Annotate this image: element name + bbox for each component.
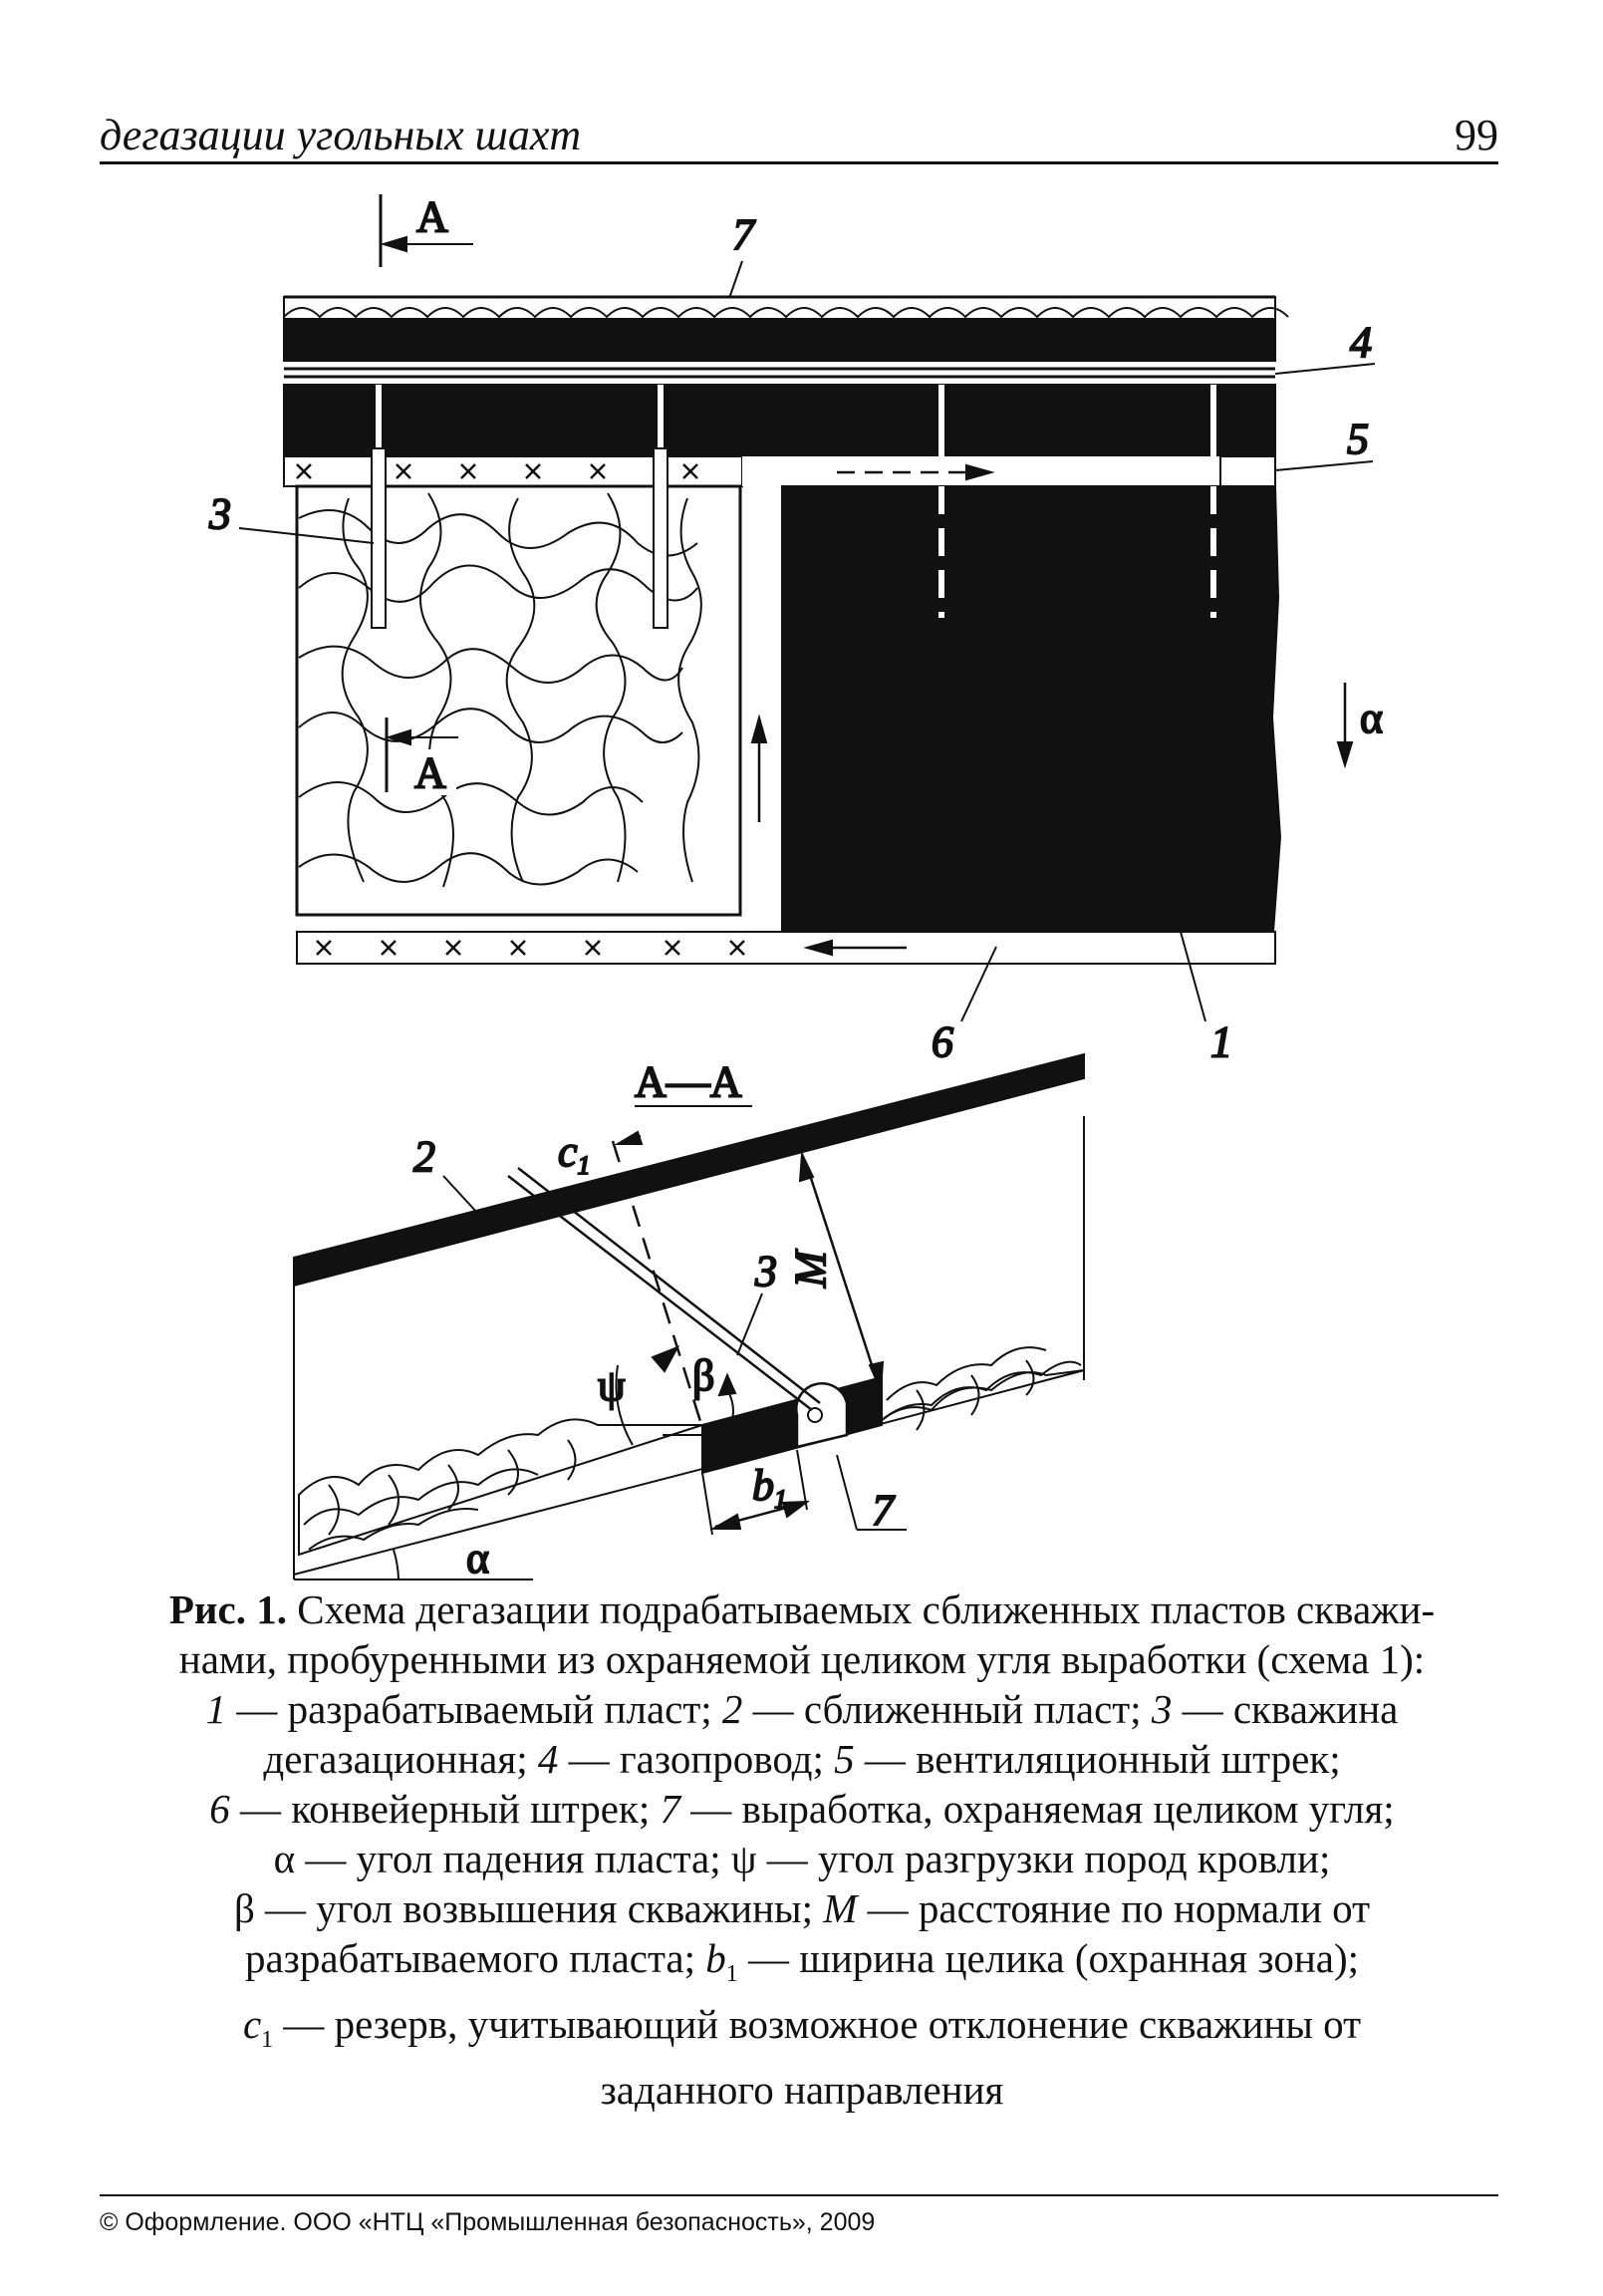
plan-label-7: 7 (732, 210, 756, 259)
section-psi-label: ψ (598, 1361, 626, 1410)
crosses-top-row (296, 463, 698, 479)
section-marker-top: А (379, 191, 473, 267)
plan-view: А 7 4 5 (207, 191, 1384, 1067)
plan-label-1: 1 (1210, 1017, 1232, 1066)
caption-line-6: α — угол падения пласта; ψ — угол разгру… (273, 1836, 1331, 1881)
caption-num-3: 3 (1151, 1686, 1173, 1732)
footer-rule (100, 2194, 1498, 2196)
boreholes-plan (376, 385, 1216, 456)
plan-label-6: 6 (932, 1017, 953, 1066)
plan-label-3: 3 (208, 489, 231, 538)
caption-text-7: — выработка, охраняемая целиком угля; (679, 1786, 1395, 1832)
caption-line-1-text: Схема дегазации подрабатываемых сближенн… (287, 1586, 1436, 1632)
boreholes-in-goaf (371, 447, 668, 629)
caption-line-8-end: — ширина целика (охранная зона); (737, 1935, 1360, 1981)
caption-line-9-end: — резерв, учитывающий возможное отклонен… (273, 2001, 1362, 2048)
caption-num-4: 4 (537, 1736, 559, 1782)
figure-caption: Рис. 1. Схема дегазации подрабатываемых … (110, 1584, 1494, 2115)
section-marker-mid-label: А (414, 748, 446, 797)
caption-line-7-start: β — угол возвышения скважины; (233, 1885, 824, 1931)
caption-num-5: 5 (834, 1736, 855, 1782)
page-number: 99 (1455, 111, 1498, 159)
figure-diagram: А 7 4 5 (207, 191, 1384, 1583)
caption-var-c: c (242, 2001, 262, 2048)
caption-line-4-start: дегазационная; (263, 1736, 538, 1782)
plan-label-5: 5 (1347, 415, 1369, 463)
caption-figure-label: Рис. 1. (168, 1586, 287, 1632)
caption-var-b-sub: 1 (725, 1961, 738, 1988)
plan-label-4: 4 (1350, 318, 1372, 367)
section-beta-label: β (692, 1351, 714, 1400)
caption-line-1: Рис. 1. Схема дегазации подрабатываемых … (110, 1584, 1494, 1634)
caption-line-8: разрабатываемого пласта; b1 — ширина цел… (110, 1933, 1494, 1999)
section-title: А—А (635, 1057, 742, 1106)
section-marker-mid: А (385, 718, 458, 798)
caption-line-7: β — угол возвышения скважины; M — рассто… (110, 1883, 1494, 1933)
caption-text-2: — сближенный пласт; (742, 1686, 1152, 1732)
caption-num-6: 6 (209, 1786, 230, 1832)
section-marker-top-label: А (416, 192, 448, 241)
header-rule (100, 161, 1498, 164)
section-label-7: 7 (872, 1486, 896, 1535)
caption-text-6: — конвейерный штрек; (229, 1786, 661, 1832)
caption-var-c-sub: 1 (261, 2027, 274, 2054)
footer-copyright: © Оформление. ООО «НТЦ «Промышленная без… (100, 2208, 876, 2236)
caption-line-9: c1 — резерв, учитывающий возможное откло… (110, 1999, 1494, 2065)
caption-var-b: b (705, 1935, 726, 1981)
section-label-3: 3 (754, 1247, 777, 1295)
caption-num-1: 1 (205, 1686, 227, 1732)
caption-line-7-end: — расстояние по нормали от (857, 1885, 1371, 1931)
caption-line-2: нами, пробуренными из охраняемой целиком… (178, 1636, 1426, 1682)
caption-line-8-start: разрабатываемого пласта; (244, 1935, 706, 1981)
plan-alpha-label: α (1360, 694, 1383, 742)
rubble-right (881, 1346, 1082, 1431)
section-view: А—А 2 α 7 (293, 1052, 1085, 1583)
section-b1-label: b1 (752, 1461, 787, 1514)
goaf-rock-pattern (298, 492, 702, 888)
caption-line-10: заданного направления (600, 2067, 1004, 2114)
section-label-2: 2 (413, 1132, 435, 1181)
section-alpha-label: α (466, 1534, 489, 1582)
caption-line-5: 6 — конвейерный штрек; 7 — выработка, ох… (110, 1784, 1494, 1834)
caption-text-4: — газопровод; (558, 1736, 835, 1782)
caption-text-3: — скважина (1172, 1686, 1399, 1732)
crosses-bottom-row (316, 940, 745, 956)
section-c1-label: c1 (558, 1127, 591, 1180)
boreholes-in-seam (938, 486, 1216, 618)
caption-num-7: 7 (660, 1786, 680, 1832)
caption-text-1: — разрабатываемый пласт; (226, 1686, 722, 1732)
running-header-title: дегазации угольных шахт (100, 111, 582, 159)
caption-num-2: 2 (721, 1686, 743, 1732)
section-M-label: M (786, 1249, 835, 1289)
caption-var-M: M (823, 1885, 858, 1931)
caption-line-3: 1 — разрабатываемый пласт; 2 — сближенны… (110, 1684, 1494, 1734)
caption-text-5: — вентиляционный штрек; (854, 1736, 1341, 1782)
caption-line-4: дегазационная; 4 — газопровод; 5 — венти… (110, 1734, 1494, 1784)
rubble-left (303, 1439, 577, 1551)
